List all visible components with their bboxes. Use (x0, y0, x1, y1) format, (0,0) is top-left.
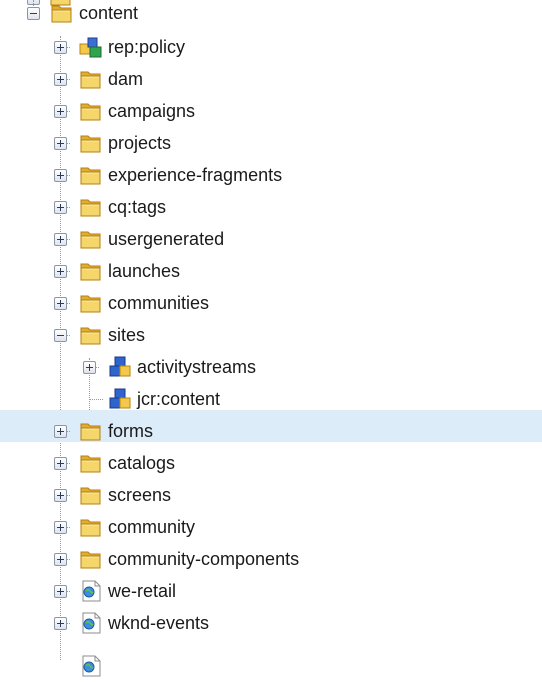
node-icon (108, 356, 132, 378)
plus-bar (60, 556, 61, 563)
folder-icon (79, 548, 103, 570)
plus-bar (60, 492, 61, 499)
plus-bar (60, 44, 61, 51)
folder-icon (79, 324, 103, 346)
plus-bar (60, 76, 61, 83)
plus-bar (60, 204, 61, 211)
plus-bar (89, 364, 90, 371)
tree-node-label[interactable]: usergenerated (108, 229, 225, 249)
catalogs-expand-toggle[interactable] (54, 457, 67, 470)
policy-icon (79, 36, 103, 58)
minus-bar (57, 335, 64, 336)
tree-guide-line (60, 36, 61, 660)
plus-bar (60, 620, 61, 627)
forms-expand-toggle[interactable] (54, 425, 67, 438)
page-icon (79, 580, 103, 602)
folder-icon (79, 420, 103, 442)
tree-node-label[interactable]: forms (108, 421, 153, 441)
community-expand-toggle[interactable] (54, 521, 67, 534)
plus-bar (60, 524, 61, 531)
launches-expand-toggle[interactable] (54, 265, 67, 278)
tree-node-label[interactable]: dam (108, 69, 144, 89)
plus-bar (60, 460, 61, 467)
tree-node-label[interactable]: projects (108, 133, 172, 153)
campaigns-expand-toggle[interactable] (54, 105, 67, 118)
plus-bar (60, 588, 61, 595)
tree-node-label[interactable]: activitystreams (137, 357, 257, 377)
folder-icon (79, 132, 103, 154)
plus-bar (60, 172, 61, 179)
folder-icon (79, 452, 103, 474)
tree-node-label[interactable]: we-retail (108, 581, 177, 601)
plus-bar (60, 300, 61, 307)
tree-node-label[interactable]: community (108, 517, 196, 537)
tree-node-label[interactable]: catalogs (108, 453, 176, 473)
sites-collapse-toggle[interactable] (54, 329, 67, 342)
tree-node-label[interactable]: rep:policy (108, 37, 186, 57)
page-icon (79, 612, 103, 634)
community-components-expand-toggle[interactable] (54, 553, 67, 566)
tree-node-label[interactable]: jcr:content (137, 389, 221, 409)
page-icon (79, 655, 103, 677)
folder-icon (79, 100, 103, 122)
tree-node-label[interactable]: content (79, 3, 139, 23)
tree-node-label[interactable]: sites (108, 325, 146, 345)
plus-bar (60, 268, 61, 275)
tree-node-activitystreams[interactable] (0, 346, 542, 378)
cq-tags-expand-toggle[interactable] (54, 201, 67, 214)
plus-bar (60, 140, 61, 147)
folder-icon (79, 292, 103, 314)
folder-icon (79, 196, 103, 218)
content-collapse-toggle[interactable] (27, 7, 40, 20)
folder-icon (50, 2, 74, 24)
plus-bar (60, 108, 61, 115)
folder-icon (49, 0, 73, 7)
folder-icon (79, 164, 103, 186)
tree-node-label[interactable]: campaigns (108, 101, 196, 121)
activitystreams-expand-toggle[interactable] (83, 361, 96, 374)
wknd-events-expand-toggle[interactable] (54, 617, 67, 630)
tree-node-label[interactable]: experience-fragments (108, 165, 283, 185)
folder-icon (79, 68, 103, 90)
communities-expand-toggle[interactable] (54, 297, 67, 310)
minus-bar (30, 13, 37, 14)
projects-expand-toggle[interactable] (54, 137, 67, 150)
node-icon (108, 388, 132, 410)
usergenerated-expand-toggle[interactable] (54, 233, 67, 246)
tree-node-label[interactable]: communities (108, 293, 210, 313)
tree-node-label[interactable]: cq:tags (108, 197, 167, 217)
plus-bar (60, 428, 61, 435)
experience-fragments-expand-toggle[interactable] (54, 169, 67, 182)
tree-node-label[interactable]: community-components (108, 549, 300, 569)
folder-icon (79, 516, 103, 538)
tree-node-jcr-content[interactable] (0, 378, 542, 410)
tree-guide-line (89, 358, 90, 414)
tree-node-label[interactable]: screens (108, 485, 172, 505)
screens-expand-toggle[interactable] (54, 489, 67, 502)
tree-node-label[interactable]: launches (108, 261, 181, 281)
rep-policy-expand-toggle[interactable] (54, 41, 67, 54)
plus-bar (60, 236, 61, 243)
we-retail-expand-toggle[interactable] (54, 585, 67, 598)
tree-node-label[interactable]: wknd-events (108, 613, 210, 633)
tree-connector (89, 399, 103, 400)
folder-icon (79, 228, 103, 250)
dam-expand-toggle[interactable] (54, 73, 67, 86)
folder-icon (79, 260, 103, 282)
folder-icon (79, 484, 103, 506)
